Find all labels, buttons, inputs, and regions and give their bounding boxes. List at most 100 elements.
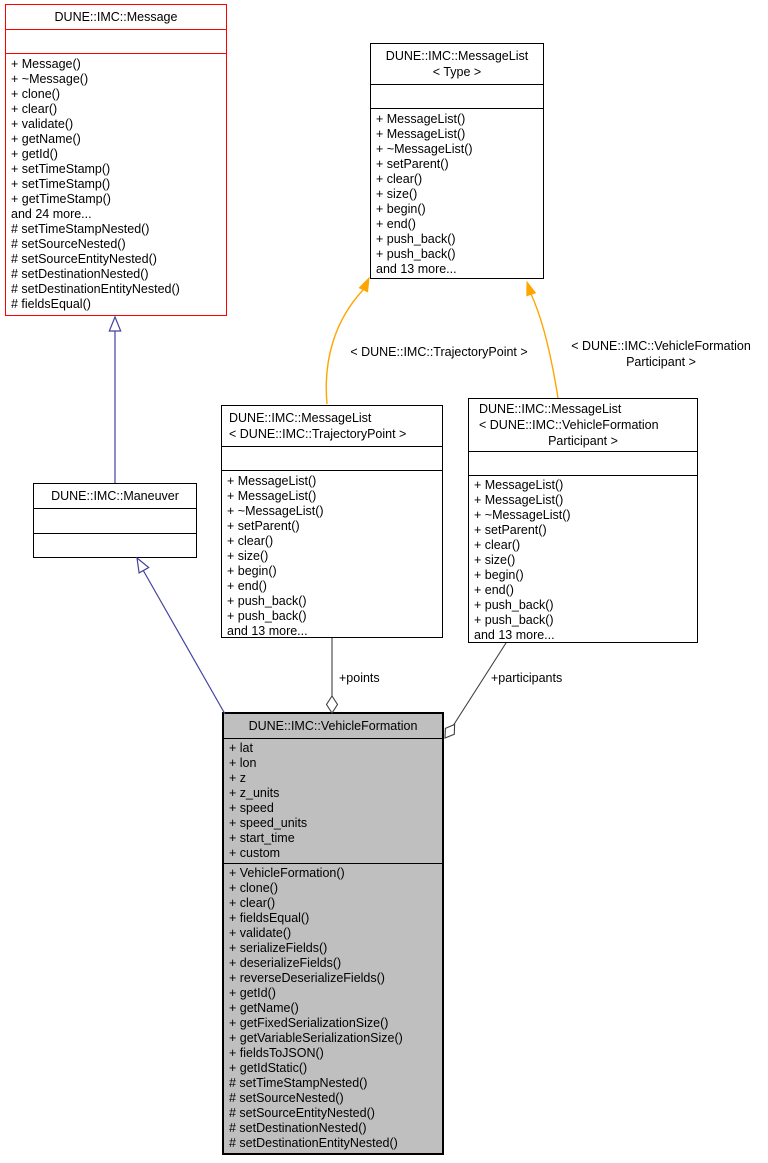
methods-compartment: + VehicleFormation()+ clone()+ clear()+ … bbox=[224, 863, 442, 1153]
member-line: + begin() bbox=[376, 202, 426, 216]
member-line: + end() bbox=[474, 583, 514, 597]
member-line: + fieldsToJSON() bbox=[229, 1046, 324, 1060]
member-line: + speed_units bbox=[229, 816, 308, 830]
member-line: # setSourceNested() bbox=[229, 1091, 344, 1105]
hollow-triangle-arrowhead-icon bbox=[108, 315, 122, 332]
member-line: + size() bbox=[376, 187, 418, 201]
class-title-line: DUNE::IMC::MessageList bbox=[229, 411, 372, 425]
member-line: + ~MessageList() bbox=[227, 504, 324, 518]
attributes-compartment: + lat+ lon+ z+ z_units+ speed+ speed_uni… bbox=[224, 738, 442, 863]
class-title-line: Participant > bbox=[548, 434, 618, 448]
member-line: + start_time bbox=[229, 831, 295, 845]
methods-compartment: + MessageList()+ MessageList()+ ~Message… bbox=[222, 470, 442, 637]
member-line: + setTimeStamp() bbox=[11, 162, 111, 176]
member-line: + push_back() bbox=[376, 247, 456, 261]
member-line: + setParent() bbox=[474, 523, 547, 537]
attributes-compartment bbox=[371, 84, 543, 108]
class-title: DUNE::IMC::VehicleFormation bbox=[248, 719, 418, 733]
member-line: + validate() bbox=[229, 926, 292, 940]
class-box-messagelist-type[interactable]: DUNE::IMC::MessageList < Type > + Messag… bbox=[370, 43, 544, 279]
member-line: + getName() bbox=[229, 1001, 299, 1015]
member-line: + push_back() bbox=[227, 609, 307, 623]
class-title-line: < DUNE::IMC::VehicleFormation bbox=[479, 418, 659, 432]
member-line: + clear() bbox=[229, 896, 276, 910]
member-line: # setTimeStampNested() bbox=[11, 222, 150, 236]
member-line: + setTimeStamp() bbox=[11, 177, 111, 191]
member-line: + getId() bbox=[11, 147, 58, 161]
member-line: + size() bbox=[227, 549, 269, 563]
member-line: + VehicleFormation() bbox=[229, 866, 345, 880]
member-line: + clear() bbox=[474, 538, 521, 552]
member-line: + MessageList() bbox=[227, 474, 317, 488]
member-line: + getVariableSerializationSize() bbox=[229, 1031, 403, 1045]
edge-label-template-trajectorypoint: < DUNE::IMC::TrajectoryPoint > bbox=[350, 345, 528, 359]
class-title: DUNE::IMC::MessageList < Type > bbox=[371, 44, 543, 84]
aggregation-edge-participants bbox=[444, 642, 507, 739]
member-line: # fieldsEqual() bbox=[11, 297, 91, 311]
member-line: # setDestinationNested() bbox=[229, 1121, 367, 1135]
member-line: + z bbox=[229, 771, 247, 785]
class-box-messagelist-vehicleformationparticipant[interactable]: DUNE::IMC::MessageList < DUNE::IMC::Vehi… bbox=[468, 398, 698, 643]
member-line: + custom bbox=[229, 846, 281, 860]
member-line: + clear() bbox=[376, 172, 423, 186]
member-line: + push_back() bbox=[474, 613, 554, 627]
member-line: + getName() bbox=[11, 132, 81, 146]
attributes-compartment bbox=[469, 451, 697, 475]
methods-compartment: + Message()+ ~Message()+ clone()+ clear(… bbox=[6, 53, 226, 315]
inheritance-edge-vehicleformation-to-maneuver bbox=[136, 556, 226, 715]
edge-label-points: +points bbox=[339, 671, 380, 685]
member-line: + MessageList() bbox=[376, 112, 466, 126]
member-line: + clone() bbox=[229, 881, 278, 895]
member-line: + begin() bbox=[474, 568, 524, 582]
attributes-compartment bbox=[222, 446, 442, 470]
member-line: + ~MessageList() bbox=[376, 142, 473, 156]
member-line: + MessageList() bbox=[474, 493, 564, 507]
member-line: # setSourceNested() bbox=[11, 237, 126, 251]
member-line: + MessageList() bbox=[227, 489, 317, 503]
member-line: and 13 more... bbox=[227, 624, 308, 637]
methods-compartment: + MessageList()+ MessageList()+ ~Message… bbox=[469, 475, 697, 642]
member-line: + push_back() bbox=[474, 598, 554, 612]
hollow-triangle-arrowhead-icon bbox=[136, 556, 150, 574]
open-diamond-icon bbox=[325, 694, 339, 715]
open-diamond-icon bbox=[444, 723, 456, 739]
attributes-compartment bbox=[34, 508, 196, 533]
class-title: DUNE::IMC::Maneuver bbox=[51, 489, 179, 503]
member-line: + end() bbox=[227, 579, 267, 593]
class-title-line: DUNE::IMC::MessageList bbox=[479, 402, 622, 416]
member-line: # setTimeStampNested() bbox=[229, 1076, 368, 1090]
class-box-messagelist-trajectorypoint[interactable]: DUNE::IMC::MessageList < DUNE::IMC::Traj… bbox=[221, 405, 443, 638]
edge-label-template-participant: < DUNE::IMC::VehicleFormation Participan… bbox=[556, 338, 766, 370]
member-line: + ~MessageList() bbox=[474, 508, 571, 522]
member-line: + serializeFields() bbox=[229, 941, 328, 955]
member-line: + end() bbox=[376, 217, 416, 231]
class-title-line: DUNE::IMC::MessageList bbox=[385, 49, 529, 63]
edge-label-line: Participant > bbox=[626, 355, 696, 369]
class-title: DUNE::IMC::MessageList < DUNE::IMC::Vehi… bbox=[469, 399, 697, 451]
class-box-maneuver[interactable]: DUNE::IMC::Maneuver bbox=[33, 483, 197, 558]
member-line: + Message() bbox=[11, 57, 81, 71]
member-line: + lat bbox=[229, 741, 253, 755]
member-line: + getId() bbox=[229, 986, 276, 1000]
member-line: # setSourceEntityNested() bbox=[11, 252, 157, 266]
orange-arrowhead-icon bbox=[358, 276, 370, 293]
member-line: + fieldsEqual() bbox=[229, 911, 310, 925]
class-box-message[interactable]: DUNE::IMC::Message + Message()+ ~Message… bbox=[5, 4, 227, 316]
methods-compartment: + MessageList()+ MessageList()+ ~Message… bbox=[371, 108, 543, 278]
member-line: + getFixedSerializationSize() bbox=[229, 1016, 389, 1030]
member-line: and 24 more... bbox=[11, 207, 92, 221]
member-line: + clear() bbox=[11, 102, 58, 116]
member-line: + reverseDeserializeFields() bbox=[229, 971, 385, 985]
class-box-vehicleformation: DUNE::IMC::VehicleFormation + lat+ lon+ … bbox=[222, 712, 444, 1155]
member-line: + clear() bbox=[227, 534, 274, 548]
member-line: # setDestinationEntityNested() bbox=[229, 1136, 398, 1150]
member-line: and 13 more... bbox=[376, 262, 457, 276]
member-line: + speed bbox=[229, 801, 274, 815]
member-line: + push_back() bbox=[376, 232, 456, 246]
class-title-line: < Type > bbox=[432, 65, 482, 79]
member-line: + MessageList() bbox=[474, 478, 564, 492]
member-line: + MessageList() bbox=[376, 127, 466, 141]
member-line: + validate() bbox=[11, 117, 74, 131]
member-line: + begin() bbox=[227, 564, 277, 578]
